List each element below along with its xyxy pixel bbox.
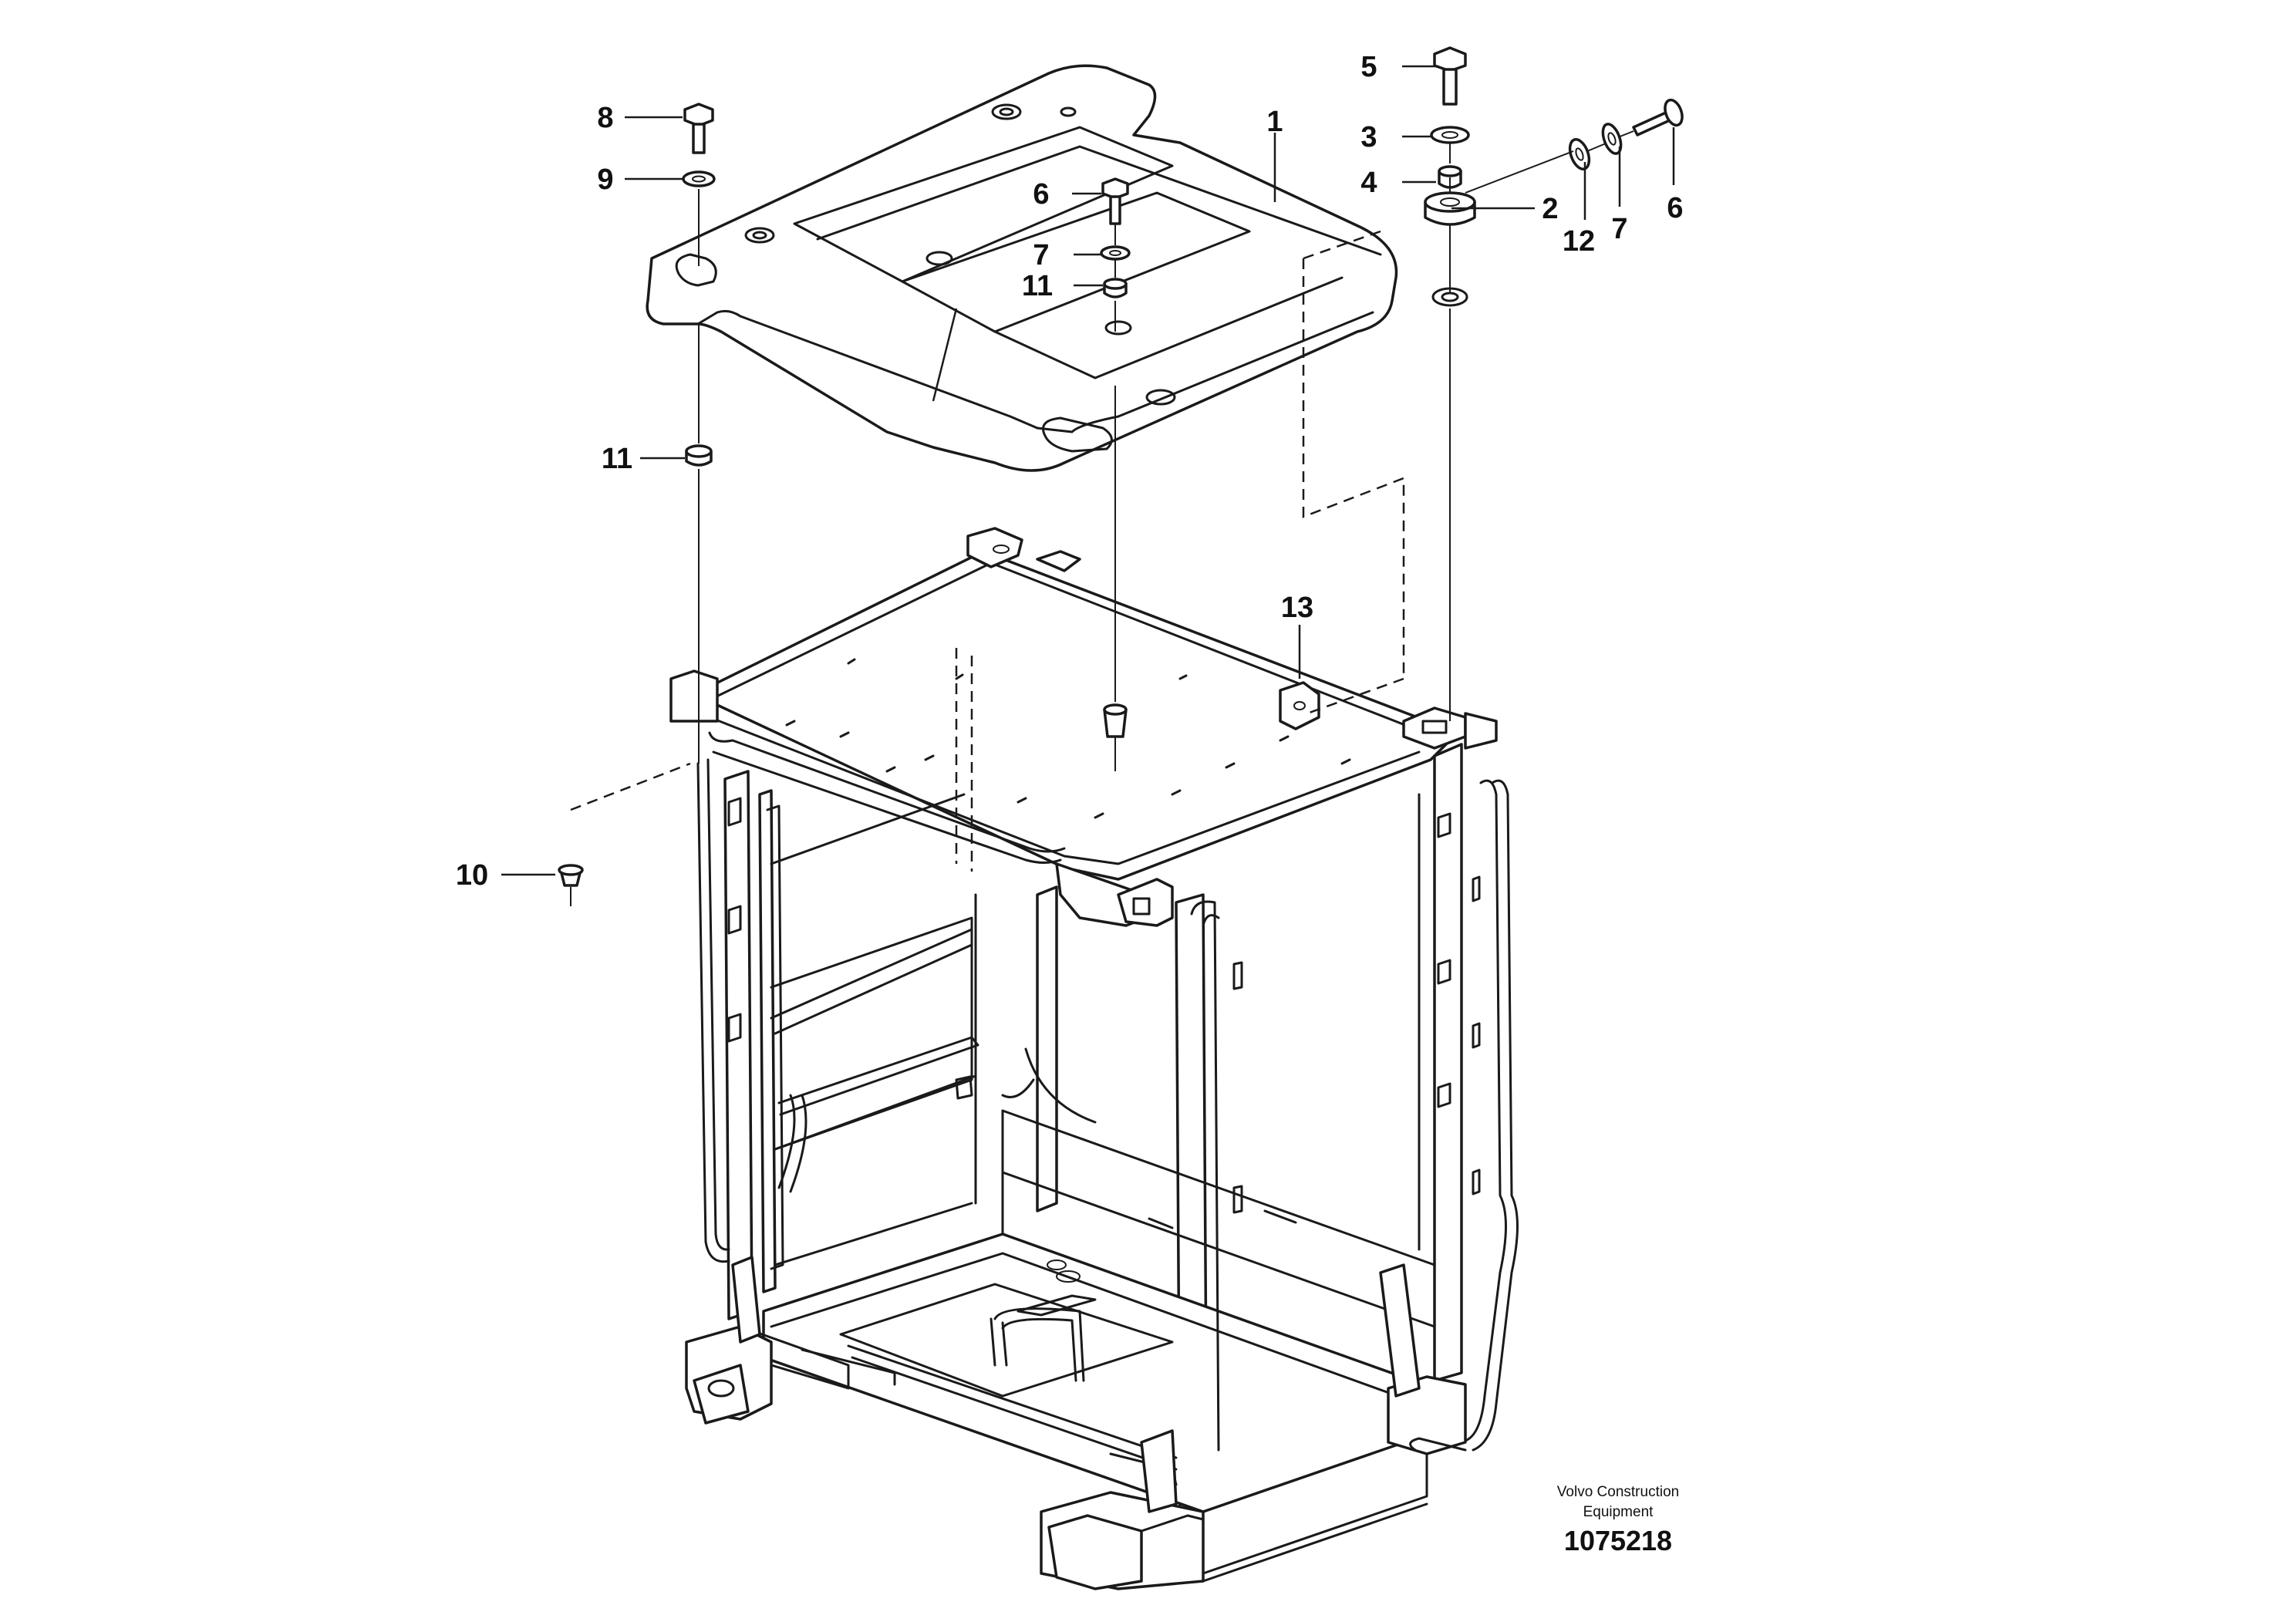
footer-drawing-number: 1075218 (1564, 1525, 1672, 1556)
spacer-11-left (685, 444, 713, 467)
callout-7-side: 7 (1611, 213, 1627, 245)
roof-panel (646, 64, 1468, 472)
washer-9 (682, 170, 716, 187)
rubber-mount-2 (1424, 191, 1476, 226)
washer-7-center (1100, 245, 1131, 261)
bolt-5 (1433, 46, 1467, 106)
callout-6-center: 6 (1033, 178, 1049, 211)
callout-6-side: 6 (1667, 192, 1683, 224)
callout-12: 12 (1563, 225, 1595, 258)
callout-leaders (501, 65, 1675, 876)
spacer-11-center (1103, 278, 1128, 298)
spacer-12-side (1568, 138, 1591, 170)
callout-labels: 1 2 3 4 5 6 6 7 7 8 9 10 11 11 12 13 (456, 51, 1684, 892)
callout-3: 3 (1360, 121, 1377, 153)
callout-8: 8 (597, 102, 613, 134)
callout-11-left: 11 (602, 443, 632, 475)
footer-company-line2: Equipment (1583, 1504, 1654, 1520)
drawing-footer: Volvo Construction Equipment 1075218 (1557, 1484, 1679, 1556)
callout-4: 4 (1360, 167, 1377, 199)
footer-company-line1: Volvo Construction (1557, 1484, 1679, 1500)
assembly-lines (570, 130, 1634, 906)
washer-3 (1430, 126, 1470, 144)
callout-13: 13 (1281, 592, 1313, 624)
callout-2: 2 (1542, 193, 1558, 225)
callout-10: 10 (456, 859, 488, 892)
bolt-6-center (1101, 177, 1129, 225)
callout-7-center: 7 (1033, 239, 1049, 271)
bolt-8 (683, 103, 714, 154)
washer-7-side (1601, 123, 1623, 155)
cab-frame (669, 527, 1519, 1590)
nut-10 (558, 864, 584, 887)
callout-5: 5 (1360, 51, 1377, 83)
callout-1: 1 (1266, 106, 1283, 138)
callout-9: 9 (597, 164, 613, 196)
callout-11-center: 11 (1022, 270, 1053, 302)
bolt-6-side (1632, 98, 1684, 137)
